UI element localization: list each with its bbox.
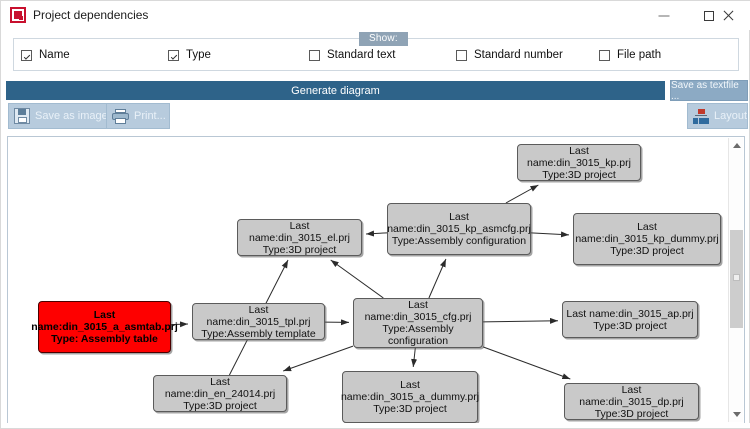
save-as-image-label: Save as image... xyxy=(35,110,117,122)
checkbox-standard-number-box[interactable] xyxy=(456,49,467,61)
scrollbar-thumb[interactable] xyxy=(730,230,743,328)
node-name-text: Last name:din_3015_kp_asmcfg.prj xyxy=(387,211,531,235)
node-type-text: Type:3D project xyxy=(594,407,669,420)
show-group-label: Show: xyxy=(359,32,408,46)
print-label: Print... xyxy=(134,110,166,122)
checkbox-file-path-box[interactable] xyxy=(599,49,610,61)
node-type-text: Type:3D project xyxy=(610,245,684,257)
node-name-text: Last name:din_3015_ap.prj xyxy=(566,307,694,320)
close-button[interactable] xyxy=(706,1,750,30)
checkbox-type[interactable]: Type xyxy=(168,48,211,62)
app-icon xyxy=(10,7,26,23)
node-type-text: Type:3D project xyxy=(373,403,447,415)
node-type-text: Type:3D project xyxy=(542,168,616,181)
checkbox-type-label: Type xyxy=(186,49,211,61)
node-type-text: Type:3D project xyxy=(262,243,337,256)
generate-diagram-button[interactable]: Generate diagram xyxy=(6,81,665,100)
show-options-row: Name Type Standard text Standard number … xyxy=(13,38,739,71)
edge-kp_asmcfg-to-el xyxy=(365,230,388,237)
node-type-text: Type:Assembly template xyxy=(201,327,316,340)
checkbox-file-path-label: File path xyxy=(617,49,662,61)
node-name-text: Last name:din_3015_el.prj xyxy=(249,219,350,244)
node-name-text: Last name:din_en_24014.prj xyxy=(164,375,276,400)
node-type-text: Type:Assembly configuration xyxy=(391,235,527,247)
node-name-text: Last name:din_3015_a_dummy.prj xyxy=(340,379,480,403)
checkbox-standard-number-label: Standard number xyxy=(474,49,563,61)
hierarchy-icon xyxy=(693,108,709,124)
node-name-text: Last name:din_3015_cfg.prj xyxy=(364,299,472,323)
node-name-text: Last name:din_3015_dp.prj xyxy=(579,383,684,408)
node-type-text: Type:Assembly configuration xyxy=(382,323,454,347)
checkbox-name-label: Name xyxy=(39,49,70,61)
checkbox-standard-text-label: Standard text xyxy=(327,49,396,61)
node-type-text: Type:3D project xyxy=(593,319,667,332)
node-type-text: Type: Assembly table xyxy=(51,333,158,345)
status-bar xyxy=(1,423,750,428)
edge-cfg-to-kp_asmcfg xyxy=(428,258,447,299)
checkbox-standard-text-box[interactable] xyxy=(309,49,320,61)
node-type-text: Type:3D project xyxy=(183,399,257,412)
node-name-text: Last name:din_3015_kp_dummy.prj xyxy=(575,221,719,245)
checkbox-file-path[interactable]: File path xyxy=(599,48,661,62)
checkbox-standard-text[interactable]: Standard text xyxy=(309,48,395,62)
edge-cfg-to-ap xyxy=(482,317,559,324)
title-bar: Project dependencies xyxy=(1,1,750,30)
edge-kp_asmcfg-to-kp xyxy=(505,184,539,204)
vertical-scrollbar[interactable] xyxy=(728,138,743,422)
minimize-button[interactable] xyxy=(641,1,686,30)
maximize-button[interactable] xyxy=(686,1,731,30)
print-button[interactable]: Print... xyxy=(106,103,170,129)
printer-icon xyxy=(112,108,129,124)
edge-cfg-to-en24014 xyxy=(283,345,354,372)
scroll-up-arrow-icon[interactable] xyxy=(729,138,744,153)
layout-label: Layout xyxy=(714,110,748,122)
scroll-down-arrow-icon[interactable] xyxy=(729,407,744,422)
save-as-textfile-button[interactable]: Save as textfile ... xyxy=(670,80,748,102)
edge-asmtab-to-tpl xyxy=(170,321,189,328)
node-name-text: Last name:din_3015_kp.prj xyxy=(527,144,631,169)
edge-cfg-to-a_dummy xyxy=(411,347,418,368)
checkbox-name-box[interactable] xyxy=(21,49,32,61)
checkbox-standard-number[interactable]: Standard number xyxy=(456,48,563,62)
window-title: Project dependencies xyxy=(33,8,149,22)
checkbox-name[interactable]: Name xyxy=(21,48,70,62)
checkbox-type-box[interactable] xyxy=(168,49,179,61)
node-name-text: Last name:din_3015_tpl.prj xyxy=(206,303,311,328)
edge-cfg-to-dp xyxy=(482,346,571,380)
layout-button[interactable]: Layout xyxy=(687,103,748,129)
node-name-text: Last name:din_3015_a_asmtab.prj xyxy=(31,309,178,333)
edge-cfg-to-el xyxy=(330,259,384,299)
edge-kp_asmcfg-to-kp_dummy xyxy=(530,231,570,238)
floppy-disk-icon xyxy=(14,108,30,124)
